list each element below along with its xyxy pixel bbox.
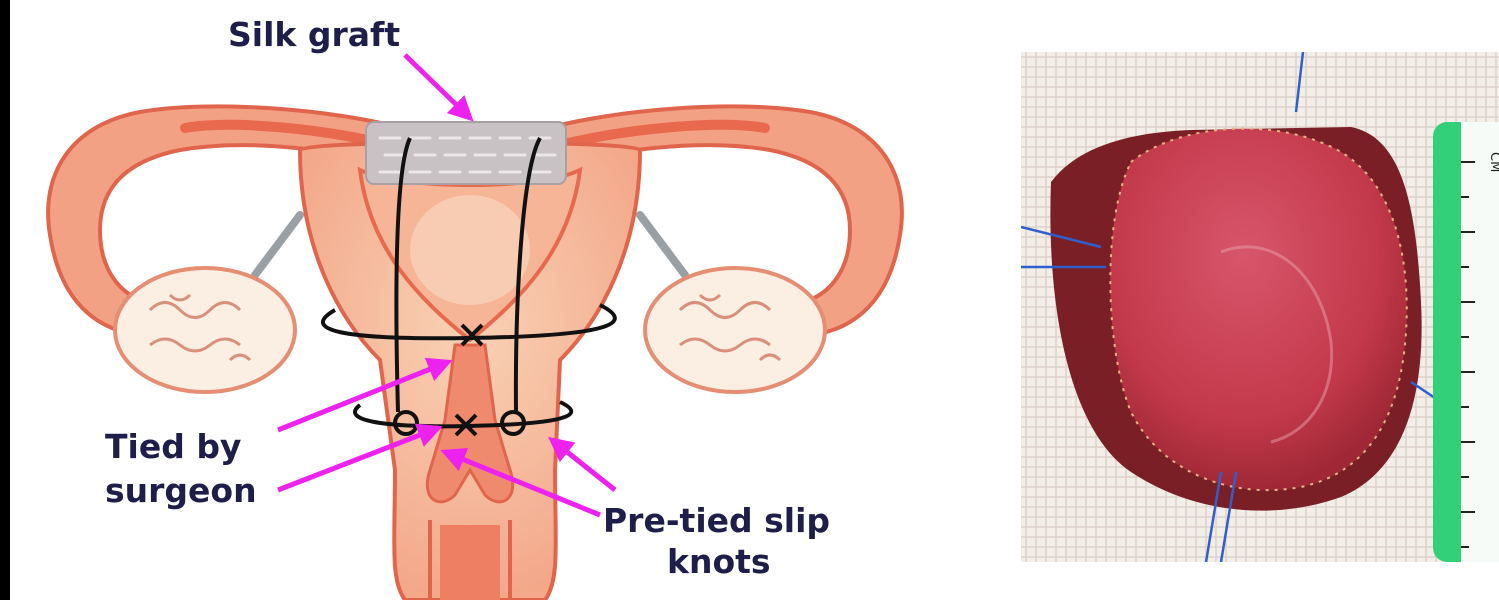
label-tied-by-line1: Tied by: [105, 427, 241, 466]
uterus-suture-diagram: Silk graft Tied by surgeon Pre-tied slip…: [10, 0, 970, 600]
ruler: CM: [1433, 122, 1499, 562]
label-pretied-line2: knots: [667, 542, 771, 581]
label-tied-by-line2: surgeon: [105, 471, 257, 510]
arrow-pretied-right: [552, 440, 615, 490]
left-border: [0, 0, 10, 600]
organ: [1110, 129, 1406, 491]
ovarian-ligament-right: [640, 215, 685, 275]
arrow-silk-graft: [405, 55, 470, 118]
ovarian-ligament-left: [255, 215, 300, 275]
label-silk-graft: Silk graft: [228, 15, 400, 54]
ovary-left: [115, 268, 295, 392]
uterus: [300, 143, 640, 600]
label-pretied-line1: Pre-tied slip: [603, 501, 830, 540]
ruler-unit-label: CM: [1487, 152, 1499, 172]
surgical-photo: CM: [1021, 52, 1499, 562]
ovary-right: [645, 268, 825, 392]
